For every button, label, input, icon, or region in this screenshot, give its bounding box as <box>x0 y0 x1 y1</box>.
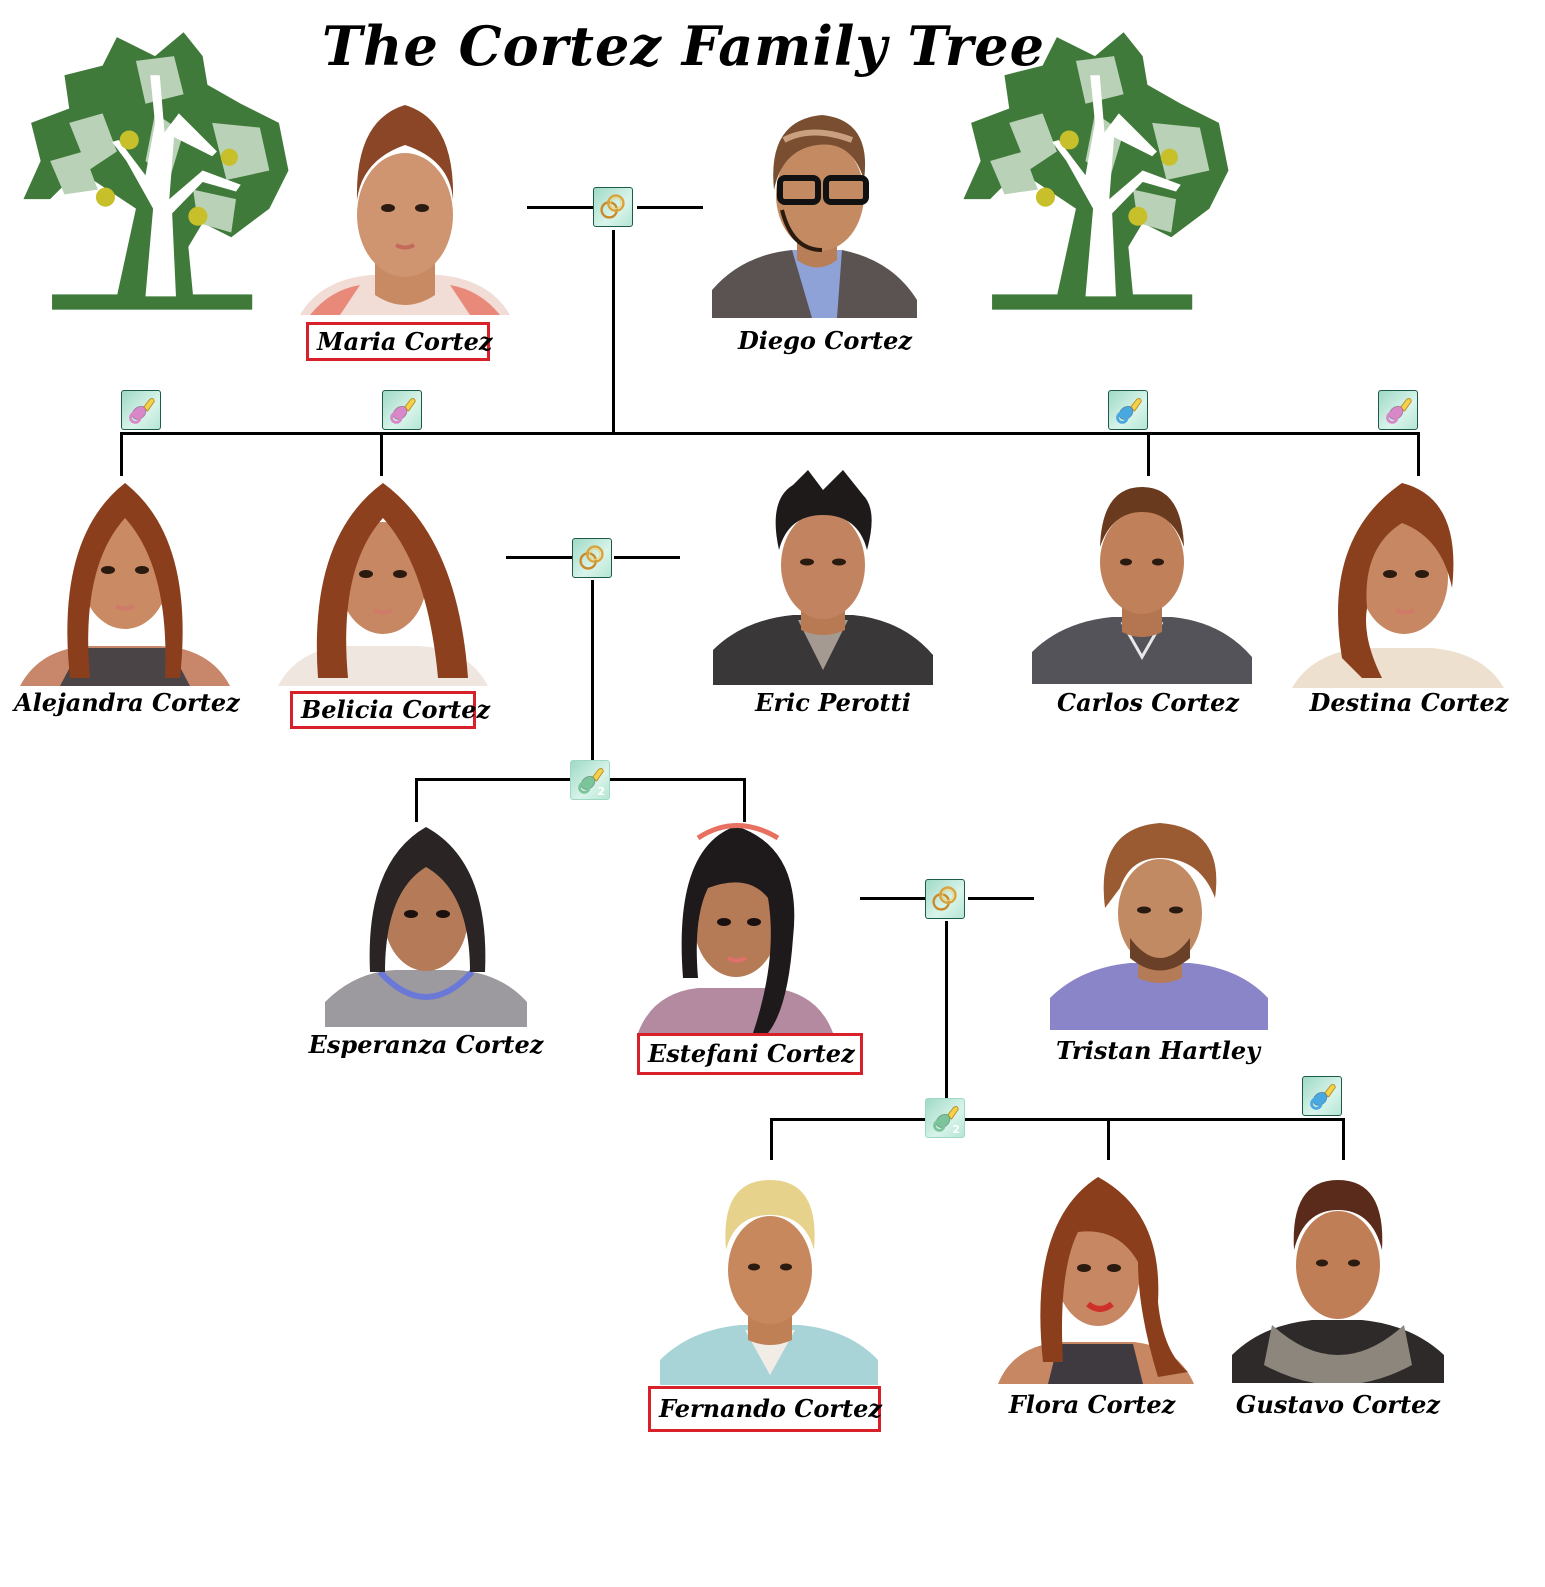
portrait-fernando-cortez <box>660 1175 878 1385</box>
person-name-belicia-cortez: Belicia Cortez <box>290 691 490 729</box>
portrait-tristan-hartley <box>1050 818 1268 1030</box>
portrait-eric-perotti <box>713 470 933 685</box>
twins-badge: 2 <box>952 1123 960 1136</box>
portrait-alejandra-cortez <box>20 478 230 686</box>
marriage-rings-icon <box>572 538 612 578</box>
pink-pacifier-icon <box>1378 390 1418 430</box>
portrait-gustavo-cortez <box>1232 1175 1444 1383</box>
pink-pacifier-icon <box>382 390 422 430</box>
page-title: The Cortez Family Tree <box>322 14 1045 78</box>
portrait-estefani-cortez <box>638 818 833 1033</box>
person-name-flora-cortez: Flora Cortez <box>1008 1390 1176 1419</box>
pink-pacifier-icon <box>121 390 161 430</box>
portrait-diego-cortez <box>712 110 917 318</box>
person-name-maria-cortez: Maria Cortez <box>306 322 493 361</box>
person-name-gustavo-cortez: Gustavo Cortez <box>1235 1390 1441 1419</box>
blue-pacifier-icon <box>1302 1076 1342 1116</box>
person-name-eric-perotti: Eric Perotti <box>755 688 911 717</box>
person-name-carlos-cortez: Carlos Cortez <box>1056 688 1240 717</box>
portrait-belicia-cortez <box>278 478 488 686</box>
family-tree-logo-left <box>10 18 300 323</box>
portrait-carlos-cortez <box>1032 482 1252 684</box>
person-name-esperanza-cortez: Esperanza Cortez <box>308 1030 544 1059</box>
portrait-flora-cortez <box>998 1172 1194 1384</box>
person-name-destina-cortez: Destina Cortez <box>1309 688 1509 717</box>
person-name-alejandra-cortez: Alejandra Cortez <box>14 688 240 717</box>
marriage-rings-icon <box>925 879 965 919</box>
twins-badge: 2 <box>597 785 605 798</box>
green-pacifier-2-icon: 2 <box>925 1098 965 1138</box>
green-pacifier-2-icon: 2 <box>570 760 610 800</box>
portrait-destina-cortez <box>1292 478 1504 688</box>
person-name-diego-cortez: Diego Cortez <box>737 326 913 355</box>
marriage-rings-icon <box>593 187 633 227</box>
portrait-maria-cortez <box>300 100 510 315</box>
person-name-tristan-hartley: Tristan Hartley <box>1055 1036 1261 1065</box>
blue-pacifier-icon <box>1108 390 1148 430</box>
person-name-estefani-cortez: Estefani Cortez <box>637 1033 863 1075</box>
person-name-fernando-cortez: Fernando Cortez <box>648 1386 882 1432</box>
portrait-esperanza-cortez <box>325 822 527 1027</box>
